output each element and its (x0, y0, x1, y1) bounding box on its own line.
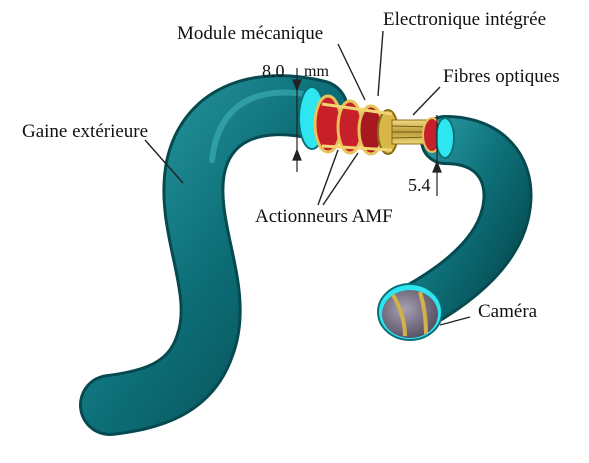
leader-fibres (413, 87, 440, 115)
sheath-ring-right (436, 118, 454, 158)
dim-8mm-arrow-bottom (293, 150, 301, 160)
camera-lens (382, 290, 438, 338)
dimension-small-value: 5.4 (408, 176, 431, 194)
label-electronique-integree: Electronique intégrée (383, 10, 546, 29)
dimension-large-unit: mm (304, 64, 329, 80)
label-fibres-optiques: Fibres optiques (443, 67, 560, 86)
label-gaine-exterieure: Gaine extérieure (22, 122, 148, 141)
leader-actionneurs-2 (323, 153, 358, 205)
mechanical-modules (315, 96, 398, 154)
dimension-large-value: 8.0 (262, 62, 285, 80)
label-module-mecanique: Module mécanique (177, 24, 323, 43)
label-actionneurs-amf: Actionneurs AMF (255, 207, 393, 226)
leader-electronique (378, 31, 383, 96)
camera (378, 284, 442, 340)
label-camera: Caméra (478, 302, 537, 321)
